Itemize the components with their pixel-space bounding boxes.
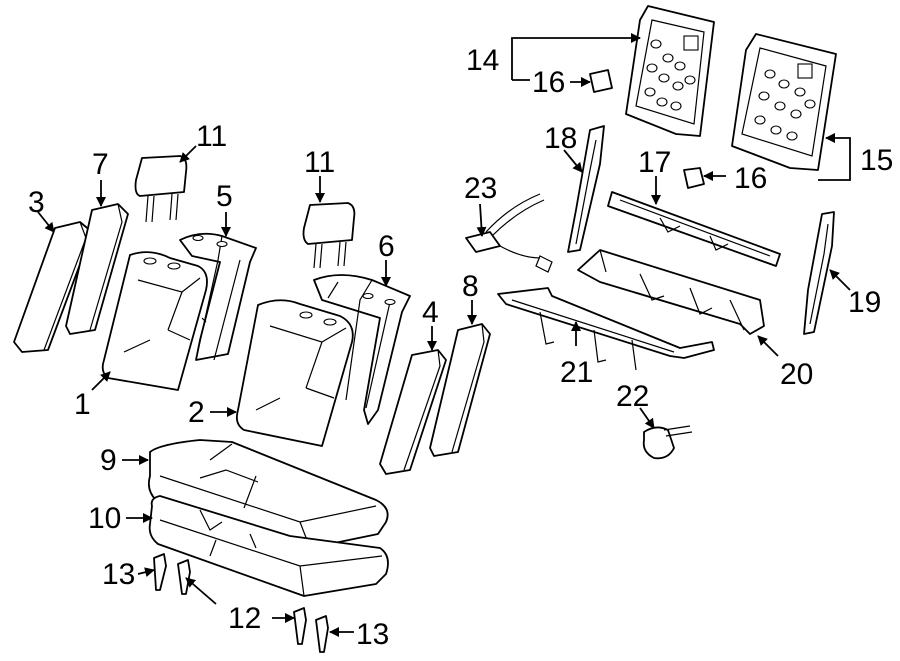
part-16-clip-upper [589,69,613,93]
callout-9: 9 [100,444,117,477]
callout-15: 15 [860,144,893,177]
part-6-seat-back-frame-right [313,274,411,425]
callout-11-center: 11 [304,146,335,179]
callout-14: 14 [466,44,499,77]
callout-16-lower: 16 [734,162,767,195]
part-19-right-bracket [803,211,835,335]
callout-2: 2 [188,396,205,429]
part-16-clip-lower [683,167,705,189]
callout-4: 4 [422,296,439,329]
part-11-headrest-left [134,155,188,223]
part-12-pin-left [177,559,191,595]
part-2-seat-back-center [235,299,354,447]
part-11-headrest-center [302,202,356,269]
part-18-left-bracket [567,125,605,253]
part-13-pin-right [315,615,329,653]
callout-21: 21 [560,356,593,389]
part-9-seat-cushion-cover [147,439,389,549]
callout-13-left: 13 [102,558,135,591]
callout-16-upper: 16 [532,66,565,99]
callout-22: 22 [616,380,649,413]
callout-23: 23 [464,172,497,205]
callout-20: 20 [780,358,813,391]
part-7-bolster-trim [65,203,129,335]
part-14-seat-back-panel [625,5,715,137]
part-8-bolster-trim-right [429,323,491,457]
callout-3: 3 [28,186,45,219]
part-22-handle [642,425,693,460]
part-17-cross-bar [607,191,781,267]
callout-7: 7 [92,148,109,181]
part-21-lower-frame [497,287,715,371]
part-5-seat-back-frame [179,232,257,361]
callout-13-right: 13 [356,618,389,651]
callout-19: 19 [848,286,881,319]
part-4-right-bolster [379,349,447,475]
part-23-latch-cable [465,193,553,273]
callout-6: 6 [378,230,395,263]
part-12-pin-right [293,607,307,645]
callout-17: 17 [638,146,671,179]
part-13-pin-left [153,553,167,591]
callout-1: 1 [74,388,91,421]
callout-12: 12 [228,602,261,635]
callout-10: 10 [88,502,121,535]
callout-8: 8 [462,270,479,303]
leader-lines [37,33,851,637]
callout-11-left: 11 [196,120,227,153]
part-1-seat-back-left [101,251,208,391]
part-10-seat-cushion-frame [148,495,389,597]
callout-5: 5 [216,180,233,213]
callout-numbers: 3 7 11 5 11 6 1 2 4 8 9 10 13 12 13 14 1… [28,44,893,651]
callout-18: 18 [544,122,577,155]
part-20-frame-bracket [577,249,765,335]
part-15-seat-back-panel [731,33,837,171]
